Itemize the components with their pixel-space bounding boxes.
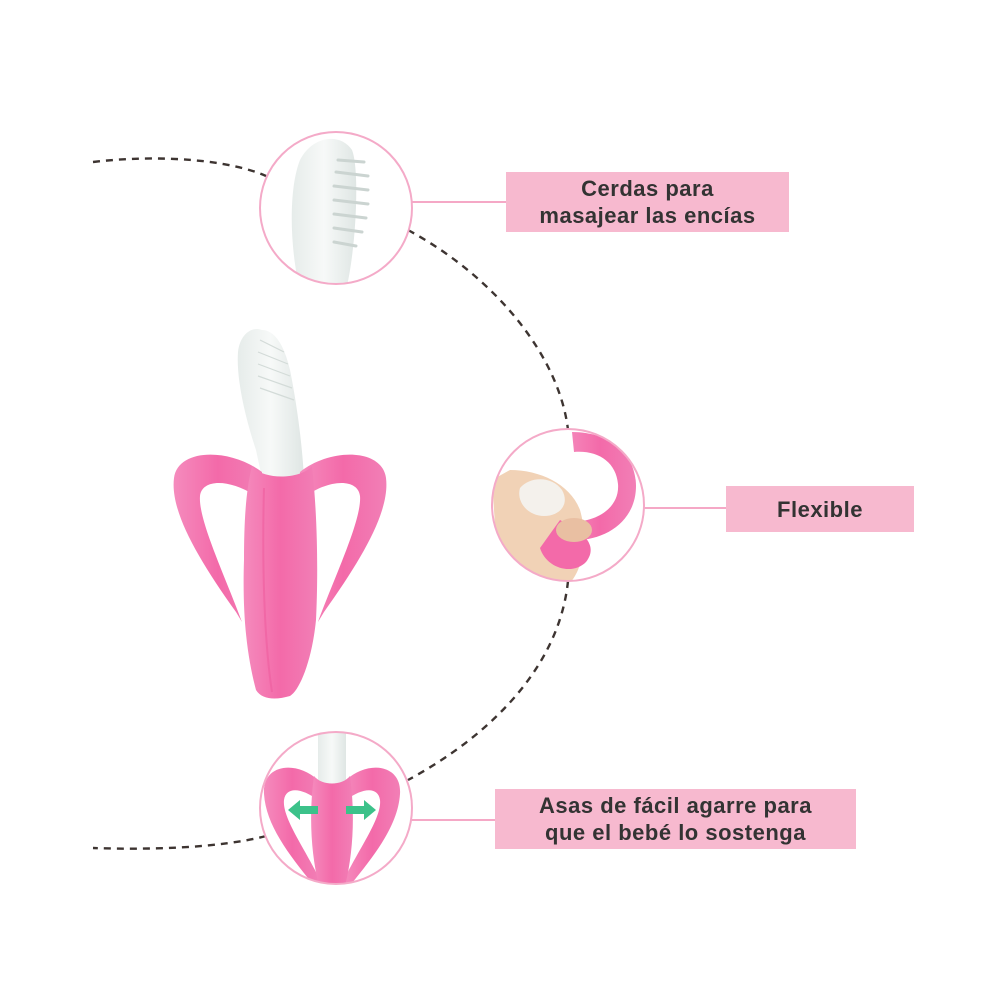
flexible-feature-line1: Flexible — [777, 496, 863, 522]
bristles-feature-label: Cerdas para masajear las encías — [506, 172, 789, 232]
handles-detail-icon — [259, 731, 413, 885]
grip-arrows-icon — [288, 800, 376, 820]
dashed-arc — [92, 157, 570, 850]
flexible-feature-label: Flexible — [726, 486, 914, 532]
handles-feature-line1: Asas de fácil agarre para — [539, 793, 812, 818]
handles-feature-line2: que el bebé lo sostenga — [545, 820, 806, 845]
bristles-feature-line2: masajear las encías — [539, 203, 756, 228]
handles-feature-label: Asas de fácil agarre para que el bebé lo… — [495, 789, 856, 849]
teething-brush-icon — [173, 328, 387, 699]
bristles-detail-icon — [259, 131, 413, 285]
connector-lines — [410, 201, 726, 821]
bristles-feature-line1: Cerdas para — [581, 176, 714, 201]
flexible-bend-detail-icon — [491, 428, 645, 582]
